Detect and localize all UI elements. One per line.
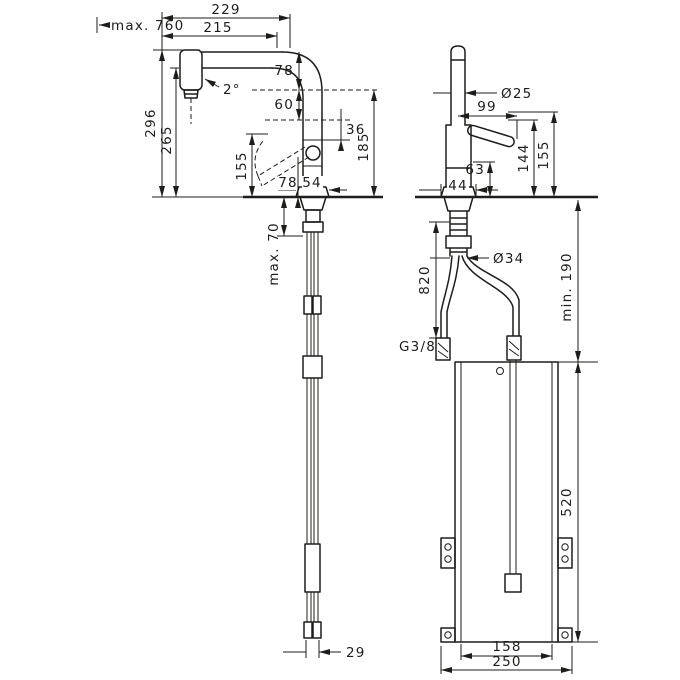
threaded-shank <box>449 210 468 257</box>
tab-screw-hole <box>561 543 569 551</box>
dim-36-label: 36 <box>346 122 366 138</box>
tab-screw-hole <box>444 555 452 563</box>
hose-coupling <box>302 355 323 379</box>
dim-78-top-label: 78 <box>274 63 294 79</box>
supply-hose-front <box>440 255 460 339</box>
dim-520-label: 520 <box>559 487 575 516</box>
mounting-nut-side <box>302 221 324 233</box>
front-body <box>445 124 472 188</box>
front-spout-tube <box>450 45 466 126</box>
hose-weight <box>304 543 321 593</box>
spout-arm <box>201 51 283 69</box>
mounting-tab-right <box>557 537 573 569</box>
dim-78-base-label: 78 <box>278 175 298 191</box>
mounting-flange-side <box>299 196 327 211</box>
dim-dia25-label: Ø25 <box>501 86 532 102</box>
hose-end-b <box>312 621 322 639</box>
box-top-hole <box>496 367 504 375</box>
label-knockout <box>302 176 323 190</box>
spray-nozzle <box>183 89 199 99</box>
label-knockout <box>447 179 469 193</box>
side-under-counter <box>299 196 327 639</box>
supply-hoses-side <box>306 232 319 624</box>
dim-820-label: 820 <box>417 265 433 294</box>
dim-max70-label: max. 70 <box>266 222 282 286</box>
dim-185-label: 185 <box>356 132 372 161</box>
dim-296-label: 296 <box>143 108 159 137</box>
label-knockout <box>278 176 297 190</box>
angle-leader <box>204 78 220 88</box>
dim-155-side-label: 155 <box>234 151 250 180</box>
foot-screw-hole <box>444 631 452 639</box>
front-view-outline <box>435 45 522 593</box>
dim-265-label: 265 <box>159 125 175 154</box>
dim-line-36 <box>322 120 350 141</box>
thread-g38-label: G3/8 <box>399 339 436 355</box>
pullout-connector <box>506 335 522 361</box>
mounting-tab-left <box>440 537 456 569</box>
swivel-joint <box>305 145 321 161</box>
dimension-labels: 229 215 max. 760 2° 78 60 36 296 265 185… <box>111 2 575 670</box>
dim-dia34-label: Ø34 <box>493 251 524 267</box>
front-handle <box>467 124 515 148</box>
spray-head <box>179 49 203 91</box>
mounting-nut-front <box>445 235 472 249</box>
ext-lines-top <box>161 12 291 50</box>
pullout-hose-front <box>461 255 520 337</box>
hose-end-a <box>303 621 313 639</box>
ext-lines-left <box>153 49 200 69</box>
dashed-extension-lines <box>252 89 378 121</box>
body-seams <box>303 139 322 167</box>
handle-swing-dashed <box>254 140 310 187</box>
dim-max760-label: max. 760 <box>111 18 184 34</box>
box-outer <box>454 361 559 643</box>
dimension-lines <box>96 12 598 674</box>
dim-angle-label: 2° <box>223 82 241 98</box>
pullout-connector-hatch <box>508 340 520 357</box>
foot-screw-hole <box>561 631 569 639</box>
dim-158-label: 158 <box>492 639 521 655</box>
dim-229-label: 229 <box>211 2 240 18</box>
hose-end-fitting <box>504 573 522 593</box>
ext-lines-29 <box>305 640 320 658</box>
shank-side <box>305 209 321 223</box>
ext-lines-44 <box>440 184 477 196</box>
dim-63-label: 63 <box>465 162 485 178</box>
tab-screw-hole <box>444 543 452 551</box>
dim-155-front-label: 155 <box>536 140 552 169</box>
dim-29-label: 29 <box>346 645 366 661</box>
ext-lines-820 <box>429 221 450 339</box>
hose-connector-b <box>312 295 322 315</box>
hose-inside-box <box>509 360 517 574</box>
supply-connector-hatch <box>437 342 449 359</box>
supply-connector <box>435 337 451 361</box>
installation-box <box>440 361 573 643</box>
dim-44-label: 44 <box>448 178 468 194</box>
foot-left <box>440 627 456 643</box>
foot-right <box>557 627 573 643</box>
dim-99-label: 99 <box>477 99 497 115</box>
mounting-flange-front <box>443 196 474 212</box>
dim-215-label: 215 <box>203 20 232 36</box>
dim-min190-label: min. 190 <box>559 252 575 321</box>
dim-54-label: 54 <box>302 175 322 191</box>
box-inner-walls <box>460 362 553 642</box>
dim-144-label: 144 <box>516 143 532 172</box>
hose-connector-a <box>303 295 313 315</box>
dim-60-label: 60 <box>274 97 294 113</box>
dim-250-label: 250 <box>492 654 521 670</box>
tab-screw-hole <box>561 555 569 563</box>
